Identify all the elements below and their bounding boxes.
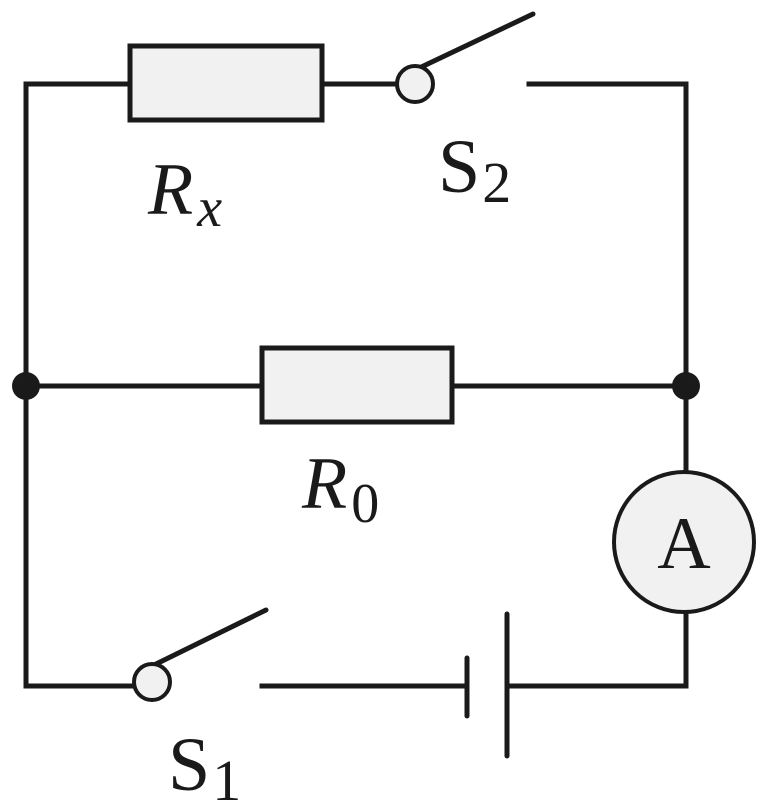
- junction-right: [672, 372, 700, 400]
- switch-s1: [132, 607, 269, 702]
- label-rx-main: R: [147, 149, 193, 231]
- label-s2-sub: 2: [482, 150, 511, 215]
- ammeter: A: [612, 470, 756, 614]
- resistor-r0-body: [259, 345, 455, 425]
- label-r0-main: R: [301, 443, 347, 525]
- switch-s2-pivot: [395, 64, 435, 104]
- battery-cell: [464, 611, 510, 759]
- label-r0-sub: 0: [351, 473, 379, 535]
- label-rx: Rx: [147, 149, 222, 239]
- ammeter-ring: [612, 470, 756, 614]
- switch-s2-blade: [412, 11, 536, 73]
- label-s1-main: S: [168, 723, 210, 807]
- junction-left: [12, 372, 40, 400]
- label-s1-sub: 1: [212, 748, 241, 810]
- switch-s1-blade: [149, 607, 269, 669]
- ammeter-label: A: [657, 503, 710, 585]
- label-s2-main: S: [438, 125, 480, 209]
- label-rx-sub: x: [196, 177, 222, 239]
- resistor-r0: [259, 345, 455, 425]
- label-s1: S1: [168, 723, 241, 810]
- label-s2: S2: [438, 125, 511, 215]
- label-r0: R0: [301, 443, 379, 535]
- switch-s1-pivot: [132, 662, 172, 702]
- resistor-rx-body: [127, 43, 325, 123]
- resistor-rx: [127, 43, 325, 123]
- switch-s2: [395, 11, 536, 104]
